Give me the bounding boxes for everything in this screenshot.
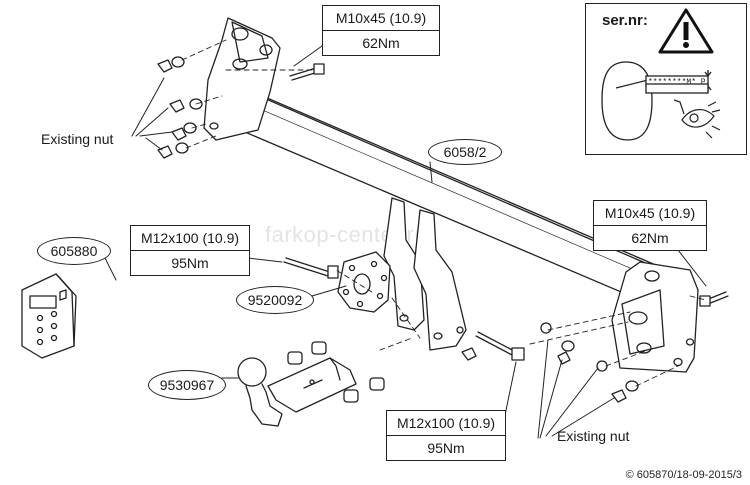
- existing-nut-label-left: Existing nut: [41, 131, 114, 147]
- spec-box-bottom-bolt: M12x100 (10.9) 95Nm: [386, 410, 506, 461]
- guide-lines: [181, 39, 707, 387]
- wiring-kit: [21, 273, 77, 359]
- existing-nut-label-right: Existing nut: [557, 428, 630, 444]
- bolt-torque: 95Nm: [387, 435, 505, 460]
- serial-number-title: ser.nr:: [602, 12, 648, 29]
- bolt-size: M12x100 (10.9): [140, 230, 240, 246]
- warning-triangle-icon: [658, 8, 714, 54]
- bolt-torque: 62Nm: [323, 30, 439, 55]
- bolt-size: M10x45 (10.9): [604, 205, 696, 221]
- bolt-size: M12x100 (10.9): [396, 415, 496, 431]
- bolt-torque: 95Nm: [131, 250, 249, 275]
- part-label-crossbar: 6058/2: [428, 139, 502, 165]
- bolt-torque: 62Nm: [594, 225, 706, 250]
- nuts-right: [461, 322, 639, 403]
- nuts-left: [157, 56, 203, 159]
- bolt-size: M10x45 (10.9): [335, 10, 427, 26]
- copyright-note: © 605870/18-09-2015/3: [625, 469, 742, 481]
- bolts: [283, 63, 729, 361]
- left-bracket: [203, 17, 281, 141]
- right-bracket: [611, 261, 699, 373]
- spacer-blocks: [287, 341, 385, 403]
- serial-number-illustration: ********M* P: [601, 8, 721, 141]
- spec-box-top-bolt: M10x45 (10.9) 62Nm: [322, 5, 440, 56]
- part-label-towball: 9530967: [148, 370, 226, 400]
- mounting-plate: [337, 251, 391, 313]
- serial-number-panel: ser.nr: ********M* P: [585, 3, 747, 155]
- plate-code: ********M* P: [648, 78, 706, 87]
- spec-box-right-bolt: M10x45 (10.9) 62Nm: [593, 200, 707, 251]
- spec-box-left-bolt: M12x100 (10.9) 95Nm: [130, 225, 250, 276]
- towball: [237, 357, 357, 427]
- eye-icon: [673, 99, 721, 139]
- part-label-plate: 9520092: [236, 286, 314, 314]
- part-label-wiring: 605880: [37, 237, 111, 265]
